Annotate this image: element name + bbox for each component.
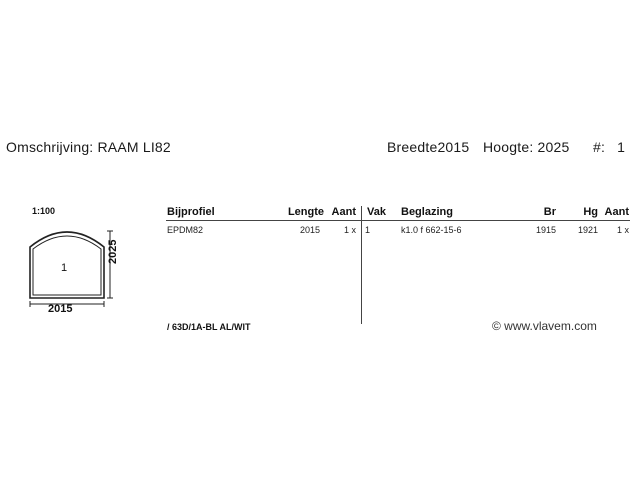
header-height: Hoogte: 2025 <box>483 139 569 155</box>
height-value: 2025 <box>537 139 570 155</box>
number-value: 1 <box>617 139 626 155</box>
col-bijprofiel: Bijprofiel <box>167 206 215 218</box>
header-number: #: 1 <box>593 139 625 155</box>
col-aant-right: Aant <box>604 206 629 218</box>
window-frame-inner <box>32 235 102 296</box>
width-label: Breedte <box>387 139 438 155</box>
col-lengte: Lengte <box>287 206 324 218</box>
description-value: RAAM LI82 <box>97 139 171 155</box>
table-divider <box>361 206 362 324</box>
row-br: 1915 <box>535 225 556 235</box>
number-label: #: <box>593 139 606 155</box>
width-value: 2015 <box>437 139 470 155</box>
col-hg: Hg <box>583 206 598 218</box>
window-drawing <box>29 230 113 307</box>
header-width: Breedte2015 <box>387 139 469 155</box>
col-beglazing: Beglazing <box>401 206 453 218</box>
width-dimension: 2015 <box>48 303 73 315</box>
header-description: Omschrijving: RAAM LI82 <box>6 139 171 155</box>
drawing-scale: 1:100 <box>32 206 56 216</box>
row-beglazing: k1.0 f 662-15-6 <box>401 225 462 235</box>
description-label: Omschrijving: <box>6 139 94 155</box>
pane-number: 1 <box>61 262 68 274</box>
row-aant-right: 1 x <box>616 225 629 235</box>
profile-code: / 63D/1A-BL AL/WIT <box>167 322 251 332</box>
window-frame-outer <box>29 231 105 299</box>
col-br: Br <box>543 206 556 218</box>
row-lengte: 2015 <box>299 225 320 235</box>
height-dimension: 2025 <box>107 239 119 264</box>
watermark: © www.vlavem.com <box>492 319 597 333</box>
table-header-rule <box>166 220 630 221</box>
height-label: Hoogte: <box>483 139 534 155</box>
row-vak: 1 <box>365 225 371 235</box>
col-aant-left: Aant <box>331 206 356 218</box>
col-vak: Vak <box>367 206 386 218</box>
row-bijprofiel: EPDM82 <box>167 225 204 235</box>
row-aant-left: 1 x <box>343 225 356 235</box>
row-hg: 1921 <box>577 225 598 235</box>
